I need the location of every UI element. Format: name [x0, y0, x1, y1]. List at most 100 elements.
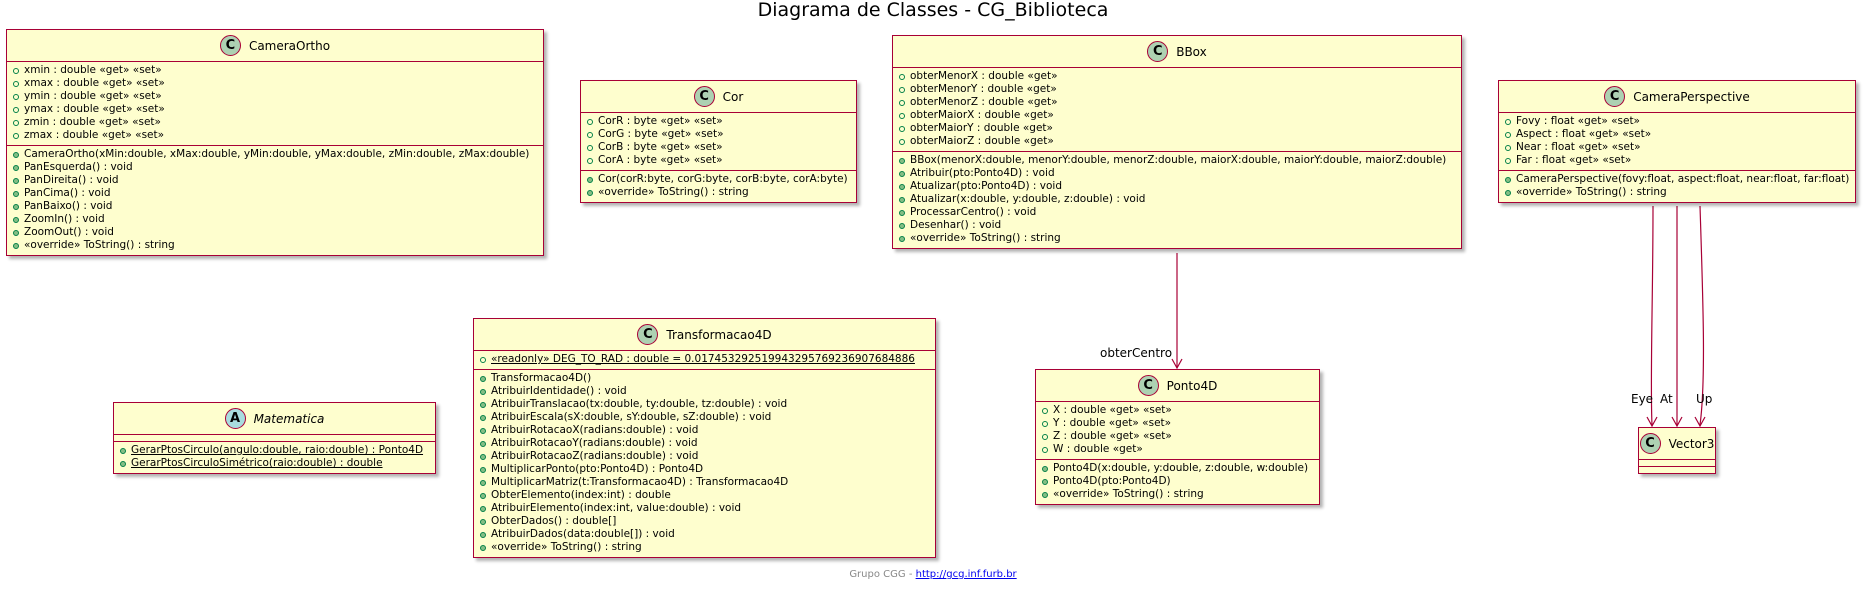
public-visibility-icon	[480, 492, 486, 499]
class-methods-section	[1639, 467, 1715, 473]
method-text: Atribuir(pto:Ponto4D) : void	[910, 167, 1055, 179]
field-text: W : double «get»	[1053, 443, 1143, 455]
class-method: «override» ToString() : string	[7, 239, 543, 252]
field-text: Far : float «get» «set»	[1516, 154, 1632, 166]
class-icon: C	[219, 35, 241, 56]
class-method: MultiplicarPonto(pto:Ponto4D) : Ponto4D	[474, 463, 935, 476]
public-visibility-icon	[13, 164, 19, 171]
field-text: Y : double «get» «set»	[1053, 417, 1172, 429]
public-visibility-icon	[1042, 465, 1048, 472]
public-visibility-icon	[480, 401, 486, 408]
class-field: obterMaiorZ : double «get»	[893, 135, 1461, 148]
public-visibility-icon	[480, 414, 486, 421]
public-visibility-icon	[480, 479, 486, 486]
class-method: «override» ToString() : string	[1036, 488, 1319, 501]
class-method: «override» ToString() : string	[893, 232, 1461, 245]
public-visibility-icon	[899, 112, 905, 119]
class-method: PanEsquerda() : void	[7, 161, 543, 174]
public-visibility-icon	[480, 440, 486, 447]
class-method: CameraOrtho(xMin:double, xMax:double, yM…	[7, 148, 543, 161]
method-text: AtribuirRotacaoX(radians:double) : void	[491, 424, 699, 436]
public-visibility-icon	[587, 118, 593, 125]
class-method: Atribuir(pto:Ponto4D) : void	[893, 167, 1461, 180]
class-method: «override» ToString() : string	[1499, 186, 1855, 199]
class-method: AtribuirElemento(index:int, value:double…	[474, 502, 935, 515]
method-text: GerarPtosCirculo(angulo:double, raio:dou…	[131, 444, 424, 456]
class-methods-section: CameraOrtho(xMin:double, xMax:double, yM…	[7, 146, 543, 255]
method-text: ZoomIn() : void	[24, 213, 105, 225]
class-method: Ponto4D(pto:Ponto4D)	[1036, 475, 1319, 488]
class-field: obterMenorZ : double «get»	[893, 96, 1461, 109]
class-field: CorA : byte «get» «set»	[581, 154, 856, 167]
public-visibility-icon	[480, 544, 486, 551]
public-visibility-icon	[1042, 478, 1048, 485]
class-method: AtribuirTranslacao(tx:double, ty:double,…	[474, 398, 935, 411]
footer-text: Grupo CGG -	[849, 569, 916, 580]
public-visibility-icon	[480, 531, 486, 538]
arrow-camera-eye	[1650, 205, 1654, 426]
relation-label-eye: Eye	[1631, 392, 1654, 406]
method-text: Transformacao4D()	[491, 372, 592, 384]
field-text: zmax : double «get» «set»	[24, 129, 165, 141]
class-method: ProcessarCentro() : void	[893, 206, 1461, 219]
method-text: ProcessarCentro() : void	[910, 206, 1037, 218]
class-methods-section: CameraPerspective(fovy:float, aspect:flo…	[1499, 171, 1855, 202]
class-field: X : double «get» «set»	[1036, 404, 1319, 417]
field-text: Near : float «get» «set»	[1516, 141, 1641, 153]
class-icon: C	[1137, 375, 1159, 396]
class-methods-section: BBox(menorX:double, menorY:double, menor…	[893, 152, 1461, 248]
public-visibility-icon	[899, 125, 905, 132]
footer-link[interactable]: http://gcg.inf.furb.br	[915, 569, 1017, 580]
class-method: ObterDados() : double[]	[474, 515, 935, 528]
class-field: ymax : double «get» «set»	[7, 103, 543, 116]
relation-label-up: Up	[1696, 392, 1713, 406]
public-visibility-icon	[120, 447, 126, 454]
class-field: Z : double «get» «set»	[1036, 430, 1319, 443]
method-text: ZoomOut() : void	[24, 226, 114, 238]
public-visibility-icon	[13, 242, 19, 249]
method-text: GerarPtosCirculoSimétrico(raio:double) :…	[131, 457, 383, 469]
field-text: CorA : byte «get» «set»	[598, 154, 723, 166]
public-visibility-icon	[480, 505, 486, 512]
public-visibility-icon	[899, 99, 905, 106]
method-text: Desenhar() : void	[910, 219, 1002, 231]
class-cameraortho[interactable]: C CameraOrtho xmin : double «get» «set»xma…	[6, 29, 544, 256]
public-visibility-icon	[587, 131, 593, 138]
field-text: CorR : byte «get» «set»	[598, 115, 723, 127]
class-methods-section: Cor(corR:byte, corG:byte, corB:byte, cor…	[581, 171, 856, 202]
field-text: obterMenorY : double «get»	[910, 83, 1057, 95]
class-name: Transformacao4D	[666, 327, 772, 342]
class-field: obterMaiorX : double «get»	[893, 109, 1461, 122]
class-method: Atualizar(pto:Ponto4D) : void	[893, 180, 1461, 193]
class-method: MultiplicarMatriz(t:Transformacao4D) : T…	[474, 476, 935, 489]
public-visibility-icon	[480, 375, 486, 382]
class-method: GerarPtosCirculo(angulo:double, raio:dou…	[114, 444, 435, 457]
public-visibility-icon	[899, 222, 905, 229]
class-field: Near : float «get» «set»	[1499, 141, 1855, 154]
method-text: CameraPerspective(fovy:float, aspect:flo…	[1516, 173, 1850, 185]
method-text: Atualizar(x:double, y:double, z:double) …	[910, 193, 1146, 205]
method-text: «override» ToString() : string	[598, 186, 749, 198]
public-visibility-icon	[13, 132, 19, 139]
class-name: CameraOrtho	[248, 38, 331, 53]
field-text: «readonly» DEG_TO_RAD : double = 0.01745…	[491, 353, 915, 365]
public-visibility-icon	[899, 138, 905, 145]
field-text: CorG : byte «get» «set»	[598, 128, 724, 140]
class-fields-section: xmin : double «get» «set»xmax : double «…	[7, 62, 543, 146]
method-text: «override» ToString() : string	[491, 541, 642, 553]
class-field: obterMenorY : double «get»	[893, 83, 1461, 96]
class-method: AtribuirEscala(sX:double, sY:double, sZ:…	[474, 411, 935, 424]
class-name: Matematica	[253, 411, 325, 426]
diagram-title: Diagrama de Classes - CG_Biblioteca	[757, 0, 1109, 21]
class-field: Fovy : float «get» «set»	[1499, 115, 1855, 128]
class-method: Ponto4D(x:double, y:double, z:double, w:…	[1036, 462, 1319, 475]
